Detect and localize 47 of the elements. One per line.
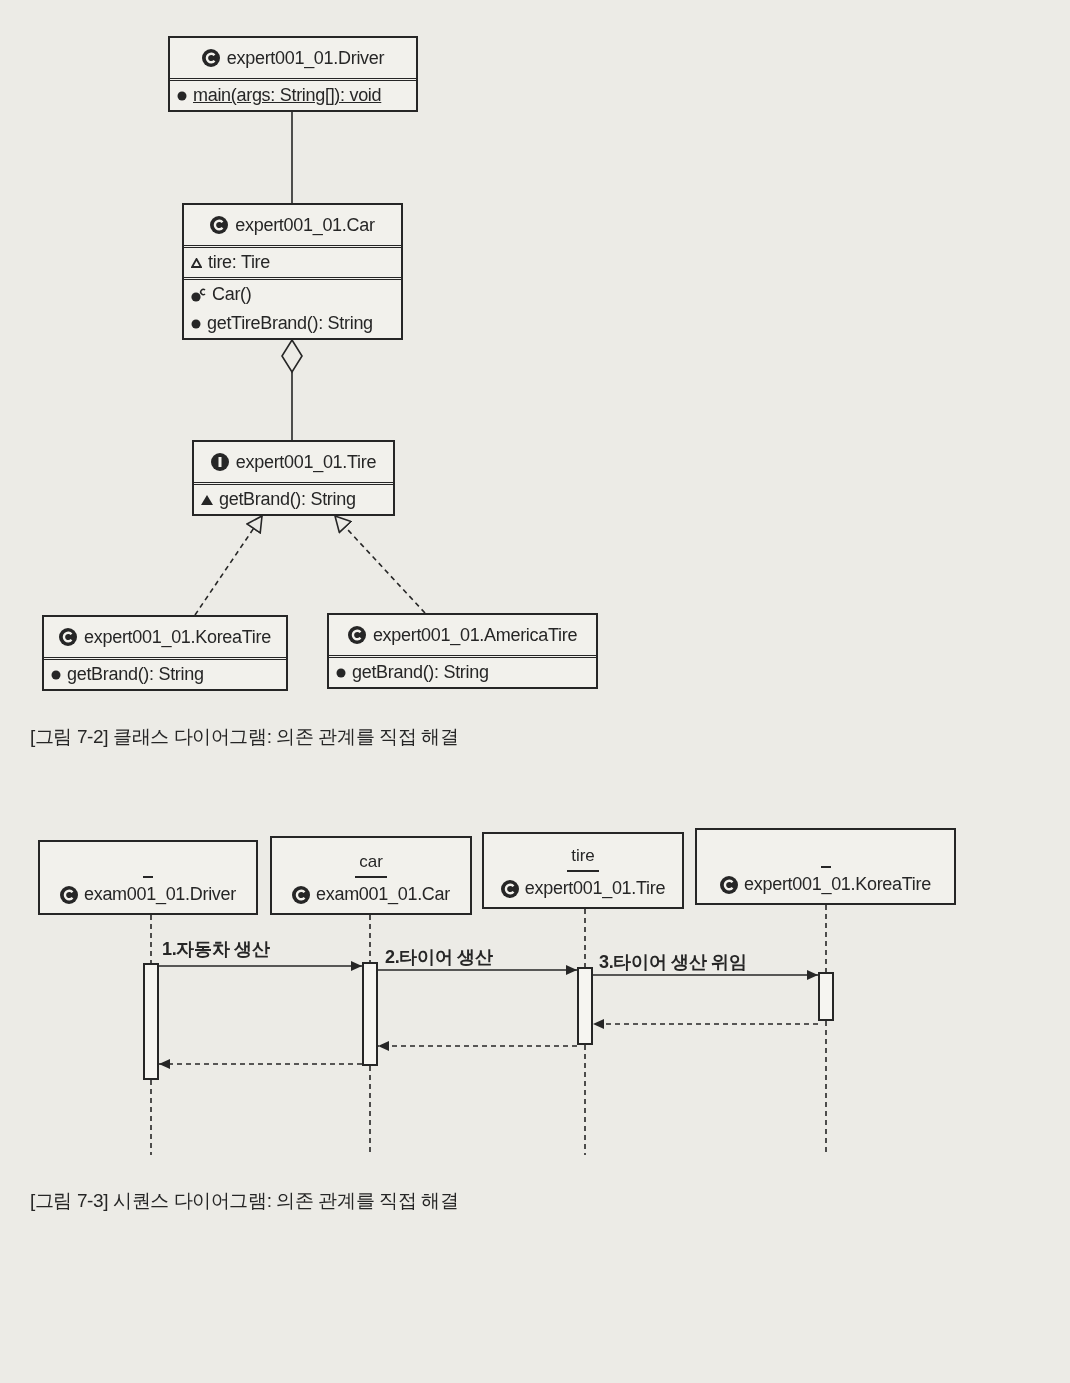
lifeline <box>825 904 827 973</box>
class-name: expert001_01.Tire <box>524 878 666 899</box>
figure-caption: [그림 7-3] 시퀀스 다이어그램: 의존 관계를 직접 해결 <box>30 1189 459 1213</box>
attribute-text: tire: Tire <box>208 252 270 273</box>
return-arrow <box>377 1041 578 1051</box>
message-arrow <box>592 970 819 980</box>
class-box <box>327 613 598 689</box>
class-box <box>192 440 395 516</box>
lifeline-header <box>270 836 472 915</box>
instance-name: car <box>355 852 387 878</box>
lifeline <box>369 914 371 963</box>
class-box <box>168 36 418 112</box>
realization-arrow <box>194 515 263 616</box>
method-text: getTireBrand(): String <box>207 313 373 334</box>
method-text: main(args: String[]): void <box>193 85 382 106</box>
instance-name: tire <box>567 846 599 872</box>
activation-bar <box>143 963 159 1080</box>
realization-arrow <box>334 515 426 614</box>
method-text: getBrand(): String <box>67 664 204 685</box>
class-box <box>42 615 288 691</box>
message-arrow <box>377 965 578 975</box>
activation-bar <box>818 972 834 1021</box>
class-name: expert001_01.Tire <box>235 451 377 473</box>
return-arrow <box>592 1019 819 1029</box>
return-arrow <box>158 1059 363 1069</box>
class-name: expert001_01.KoreaTire <box>84 626 271 648</box>
association-line <box>291 111 293 204</box>
method-text: Car() <box>212 284 252 305</box>
message-arrow <box>158 961 363 971</box>
lifeline <box>150 914 152 964</box>
lifeline-header <box>695 828 956 905</box>
lifeline-header <box>38 840 258 915</box>
class-name: expert001_01.Driver <box>226 47 385 69</box>
activation-bar <box>577 967 593 1045</box>
class-box <box>182 203 403 340</box>
class-name: expert001_01.Car <box>235 214 375 236</box>
lifeline <box>584 908 586 968</box>
class-name: expert001_01.KoreaTire <box>744 874 931 895</box>
class-name: expert001_01.AmericaTire <box>372 624 578 646</box>
class-name: exam001_01.Driver <box>84 884 236 905</box>
method-text: getBrand(): String <box>219 489 356 510</box>
lifeline-header <box>482 832 684 909</box>
figure-caption: [그림 7-2] 클래스 다이어그램: 의존 관계를 직접 해결 <box>30 725 459 749</box>
class-name: exam001_01.Car <box>316 884 450 905</box>
activation-bar <box>362 962 378 1066</box>
method-text: getBrand(): String <box>352 662 489 683</box>
aggregation-line <box>281 339 303 441</box>
